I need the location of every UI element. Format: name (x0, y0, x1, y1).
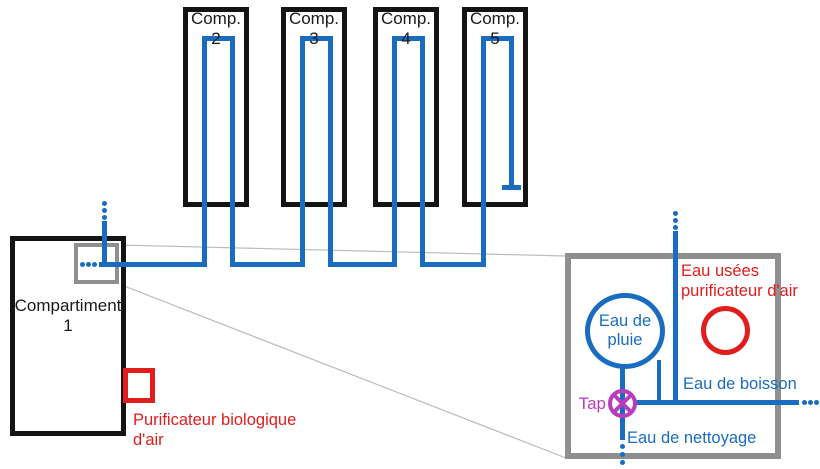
pipe-run-1-2 (99, 262, 207, 267)
waste-water-label-line2: purificateur d'air (681, 282, 798, 300)
comp3-pipe-left-leg (300, 36, 305, 267)
air-purifier-label-line1: Purificateur biologique (133, 411, 297, 429)
comp3-pipe-right-leg (328, 36, 333, 267)
comp5-pipe-terminus (502, 185, 521, 190)
compartment-1-box (10, 236, 126, 436)
waste-water-label-line1: Eau usées (681, 262, 759, 280)
compartment-3-box (281, 7, 347, 207)
comp4-pipe-left-leg (392, 36, 397, 267)
comp4-pipe-top (392, 36, 425, 41)
rain-water-label: Eau de pluie (599, 312, 651, 350)
comp5-pipe-top (481, 36, 514, 41)
drinking-water-label: Eau de boisson (683, 375, 797, 393)
pipe-run-4-5 (420, 262, 486, 267)
compartment-2-label: Comp. (190, 9, 242, 28)
waste-water-label: Eau usées purificateur d'air (681, 261, 798, 301)
pipe-dot (92, 262, 97, 267)
comp4-pipe-right-leg (420, 36, 425, 267)
pipe-dot (620, 444, 625, 449)
drinking-water-pipe-vertical (673, 231, 678, 405)
compartment-1-name: Compartiment (14, 296, 122, 315)
comp5-pipe-right-leg (509, 36, 514, 190)
magnifier-line-top (118, 244, 567, 257)
tap-label: Tap (578, 394, 606, 413)
compartment-2-number: 2 (211, 29, 221, 48)
air-purifier-label-line2: d'air (133, 431, 164, 449)
comp2-pipe-left-leg (202, 36, 207, 267)
compartment-4-label: Comp. (380, 9, 432, 28)
rain-to-main-connector (657, 360, 661, 403)
compartment-5-number: 5 (490, 29, 500, 48)
compartment-3-number: 3 (309, 29, 319, 48)
pipe-dot (814, 400, 819, 405)
pipe-dot (102, 201, 107, 206)
waste-water-circle (701, 306, 750, 355)
pipe-dot (673, 211, 678, 216)
pipe-dot (802, 400, 807, 405)
rain-water-label-line1: Eau de (598, 312, 652, 330)
rain-water-label-line2: pluie (607, 331, 643, 349)
pipe-dot (673, 225, 678, 230)
rain-water-circle: Eau de pluie (585, 293, 665, 369)
pipe-dot (86, 262, 91, 267)
pipe-dot (620, 452, 625, 457)
comp2-pipe-top (202, 36, 235, 41)
compartment-3-label: Comp. (288, 9, 340, 28)
pipe-dot (673, 218, 678, 223)
comp5-pipe-left-leg (481, 36, 486, 267)
pipe-dot (808, 400, 813, 405)
air-purifier-label: Purificateur biologique d'air (133, 410, 296, 450)
comp2-pipe-right-leg (230, 36, 235, 267)
drinking-water-pipe-horizontal (635, 400, 799, 405)
pipe-dot (102, 215, 107, 220)
pipe-dot (102, 208, 107, 213)
pipe-dot (80, 262, 85, 267)
tap-valve-circle (608, 389, 637, 418)
pipe-dot (620, 460, 625, 465)
compartment-1-number: 1 (63, 316, 73, 335)
pipe-run-2-3 (230, 262, 305, 267)
cleaning-water-label: Eau de nettoyage (627, 429, 757, 447)
compartment-4-number: 4 (401, 29, 411, 48)
compartment-1-label: Compartiment 1 (12, 296, 124, 336)
comp3-pipe-top (300, 36, 333, 41)
comp1-riser-pipe (102, 221, 107, 267)
air-purifier-square (123, 368, 155, 403)
pipe-run-3-4 (328, 262, 397, 267)
compartment-5-label: Comp. (469, 9, 521, 28)
